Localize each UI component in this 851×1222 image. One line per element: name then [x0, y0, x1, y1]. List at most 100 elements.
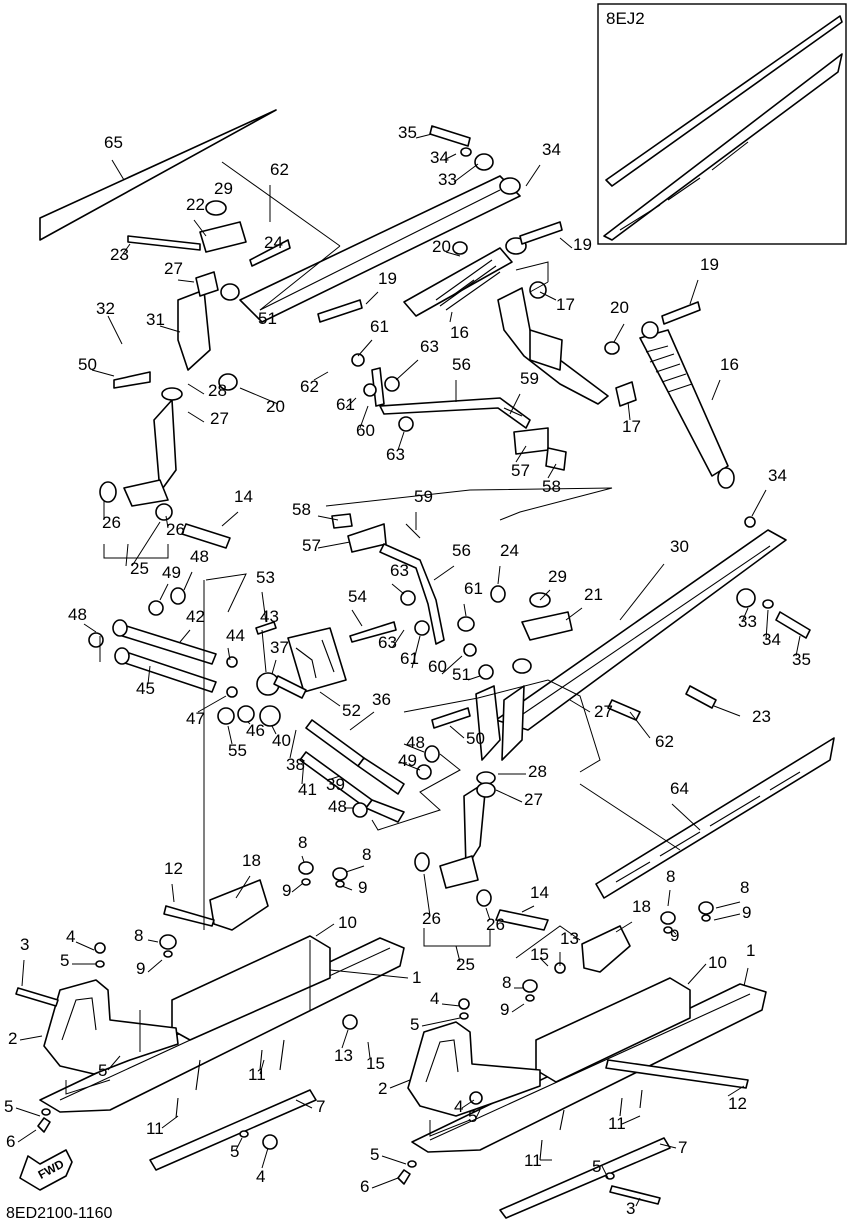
callout-29: 29 [548, 567, 567, 586]
callout-19: 19 [573, 235, 592, 254]
callout-8: 8 [502, 973, 511, 992]
callout-19: 19 [378, 269, 397, 288]
callout-47: 47 [186, 709, 205, 728]
callout-39: 39 [326, 775, 345, 794]
callout-58: 58 [292, 500, 311, 519]
callout-9: 9 [742, 903, 751, 922]
callout-21: 21 [584, 585, 603, 604]
callout-36: 36 [372, 690, 391, 709]
callout-26: 26 [166, 520, 185, 539]
callout-28: 28 [208, 381, 227, 400]
callout-24: 24 [264, 233, 283, 252]
callout-42: 42 [186, 607, 205, 626]
stabilizer-link-upper [351, 353, 567, 471]
callout-27: 27 [594, 702, 613, 721]
rods-group [88, 523, 440, 823]
callout-26: 26 [422, 909, 441, 928]
callout-30: 30 [670, 537, 689, 556]
callout-4: 4 [256, 1167, 265, 1186]
callout-38: 38 [286, 755, 305, 774]
guide-lines [65, 161, 681, 1137]
decal-65 [39, 109, 277, 241]
callout-22: 22 [186, 195, 205, 214]
callout-27: 27 [210, 409, 229, 428]
callout-5: 5 [4, 1097, 13, 1116]
callout-48: 48 [190, 547, 209, 566]
callout-37: 37 [270, 638, 289, 657]
callout-27: 27 [164, 259, 183, 278]
callout-35: 35 [398, 123, 417, 142]
callout-57: 57 [302, 536, 321, 555]
callout-62: 62 [270, 160, 289, 179]
callout-18: 18 [632, 897, 651, 916]
callout-26: 26 [102, 513, 121, 532]
callout-12: 12 [164, 859, 183, 878]
inset-label: 8EJ2 [606, 9, 645, 28]
callout-25: 25 [456, 955, 475, 974]
callout-10: 10 [708, 953, 727, 972]
left-spindle-upper [99, 200, 291, 521]
callout-6: 6 [6, 1132, 15, 1151]
callout-63: 63 [390, 561, 409, 580]
callout-51: 51 [258, 309, 277, 328]
callout-3: 3 [626, 1199, 635, 1218]
callout-59: 59 [520, 369, 539, 388]
callout-61: 61 [336, 395, 355, 414]
callout-63: 63 [378, 633, 397, 652]
callout-43: 43 [260, 607, 279, 626]
right-spindle-upper [431, 585, 573, 761]
callout-8: 8 [362, 845, 371, 864]
leader-lines [15, 133, 801, 1207]
callout-3: 3 [20, 935, 29, 954]
callout-62: 62 [300, 377, 319, 396]
callout-15: 15 [530, 945, 549, 964]
callout-14: 14 [234, 487, 253, 506]
callout-63: 63 [386, 445, 405, 464]
callout-20: 20 [610, 298, 629, 317]
callout-50: 50 [78, 355, 97, 374]
callout-64: 64 [670, 779, 689, 798]
callout-27: 27 [524, 790, 543, 809]
callout-32: 32 [96, 299, 115, 318]
callout-5: 5 [370, 1145, 379, 1164]
callout-52: 52 [342, 701, 361, 720]
callout-44: 44 [226, 626, 245, 645]
callout-50: 50 [466, 729, 485, 748]
callout-34: 34 [762, 630, 781, 649]
callout-25: 25 [130, 559, 149, 578]
right-spindle-lower [414, 771, 549, 931]
callout-9: 9 [136, 959, 145, 978]
callout-24: 24 [500, 541, 519, 560]
callout-4: 4 [454, 1097, 463, 1116]
callout-16: 16 [720, 355, 739, 374]
callout-13: 13 [334, 1046, 353, 1065]
callout-9: 9 [358, 878, 367, 897]
callout-48: 48 [406, 733, 425, 752]
callout-34: 34 [542, 140, 561, 159]
callout-31: 31 [146, 310, 165, 329]
callout-56: 56 [452, 541, 471, 560]
callout-8: 8 [740, 878, 749, 897]
callout-23: 23 [752, 707, 771, 726]
callout-10: 10 [338, 913, 357, 932]
callout-11: 11 [146, 1119, 164, 1138]
callout-5: 5 [98, 1061, 107, 1080]
inset-decal-64 [603, 53, 843, 241]
callout-9: 9 [282, 881, 291, 900]
callout-60: 60 [428, 657, 447, 676]
footer-code: 8ED2100-1160 [6, 1205, 113, 1222]
callout-4: 4 [430, 989, 439, 1008]
callout-49: 49 [162, 563, 181, 582]
callout-29: 29 [214, 179, 233, 198]
callout-51: 51 [452, 665, 471, 684]
callout-16: 16 [450, 323, 469, 342]
callout-14: 14 [530, 883, 549, 902]
callout-62: 62 [655, 732, 674, 751]
callout-61: 61 [400, 649, 419, 668]
callout-45: 45 [136, 679, 155, 698]
callout-9: 9 [670, 926, 679, 945]
callout-5: 5 [230, 1142, 239, 1161]
right-shock-absorber [604, 301, 735, 489]
callout-53: 53 [256, 568, 275, 587]
callout-2: 2 [378, 1079, 387, 1098]
